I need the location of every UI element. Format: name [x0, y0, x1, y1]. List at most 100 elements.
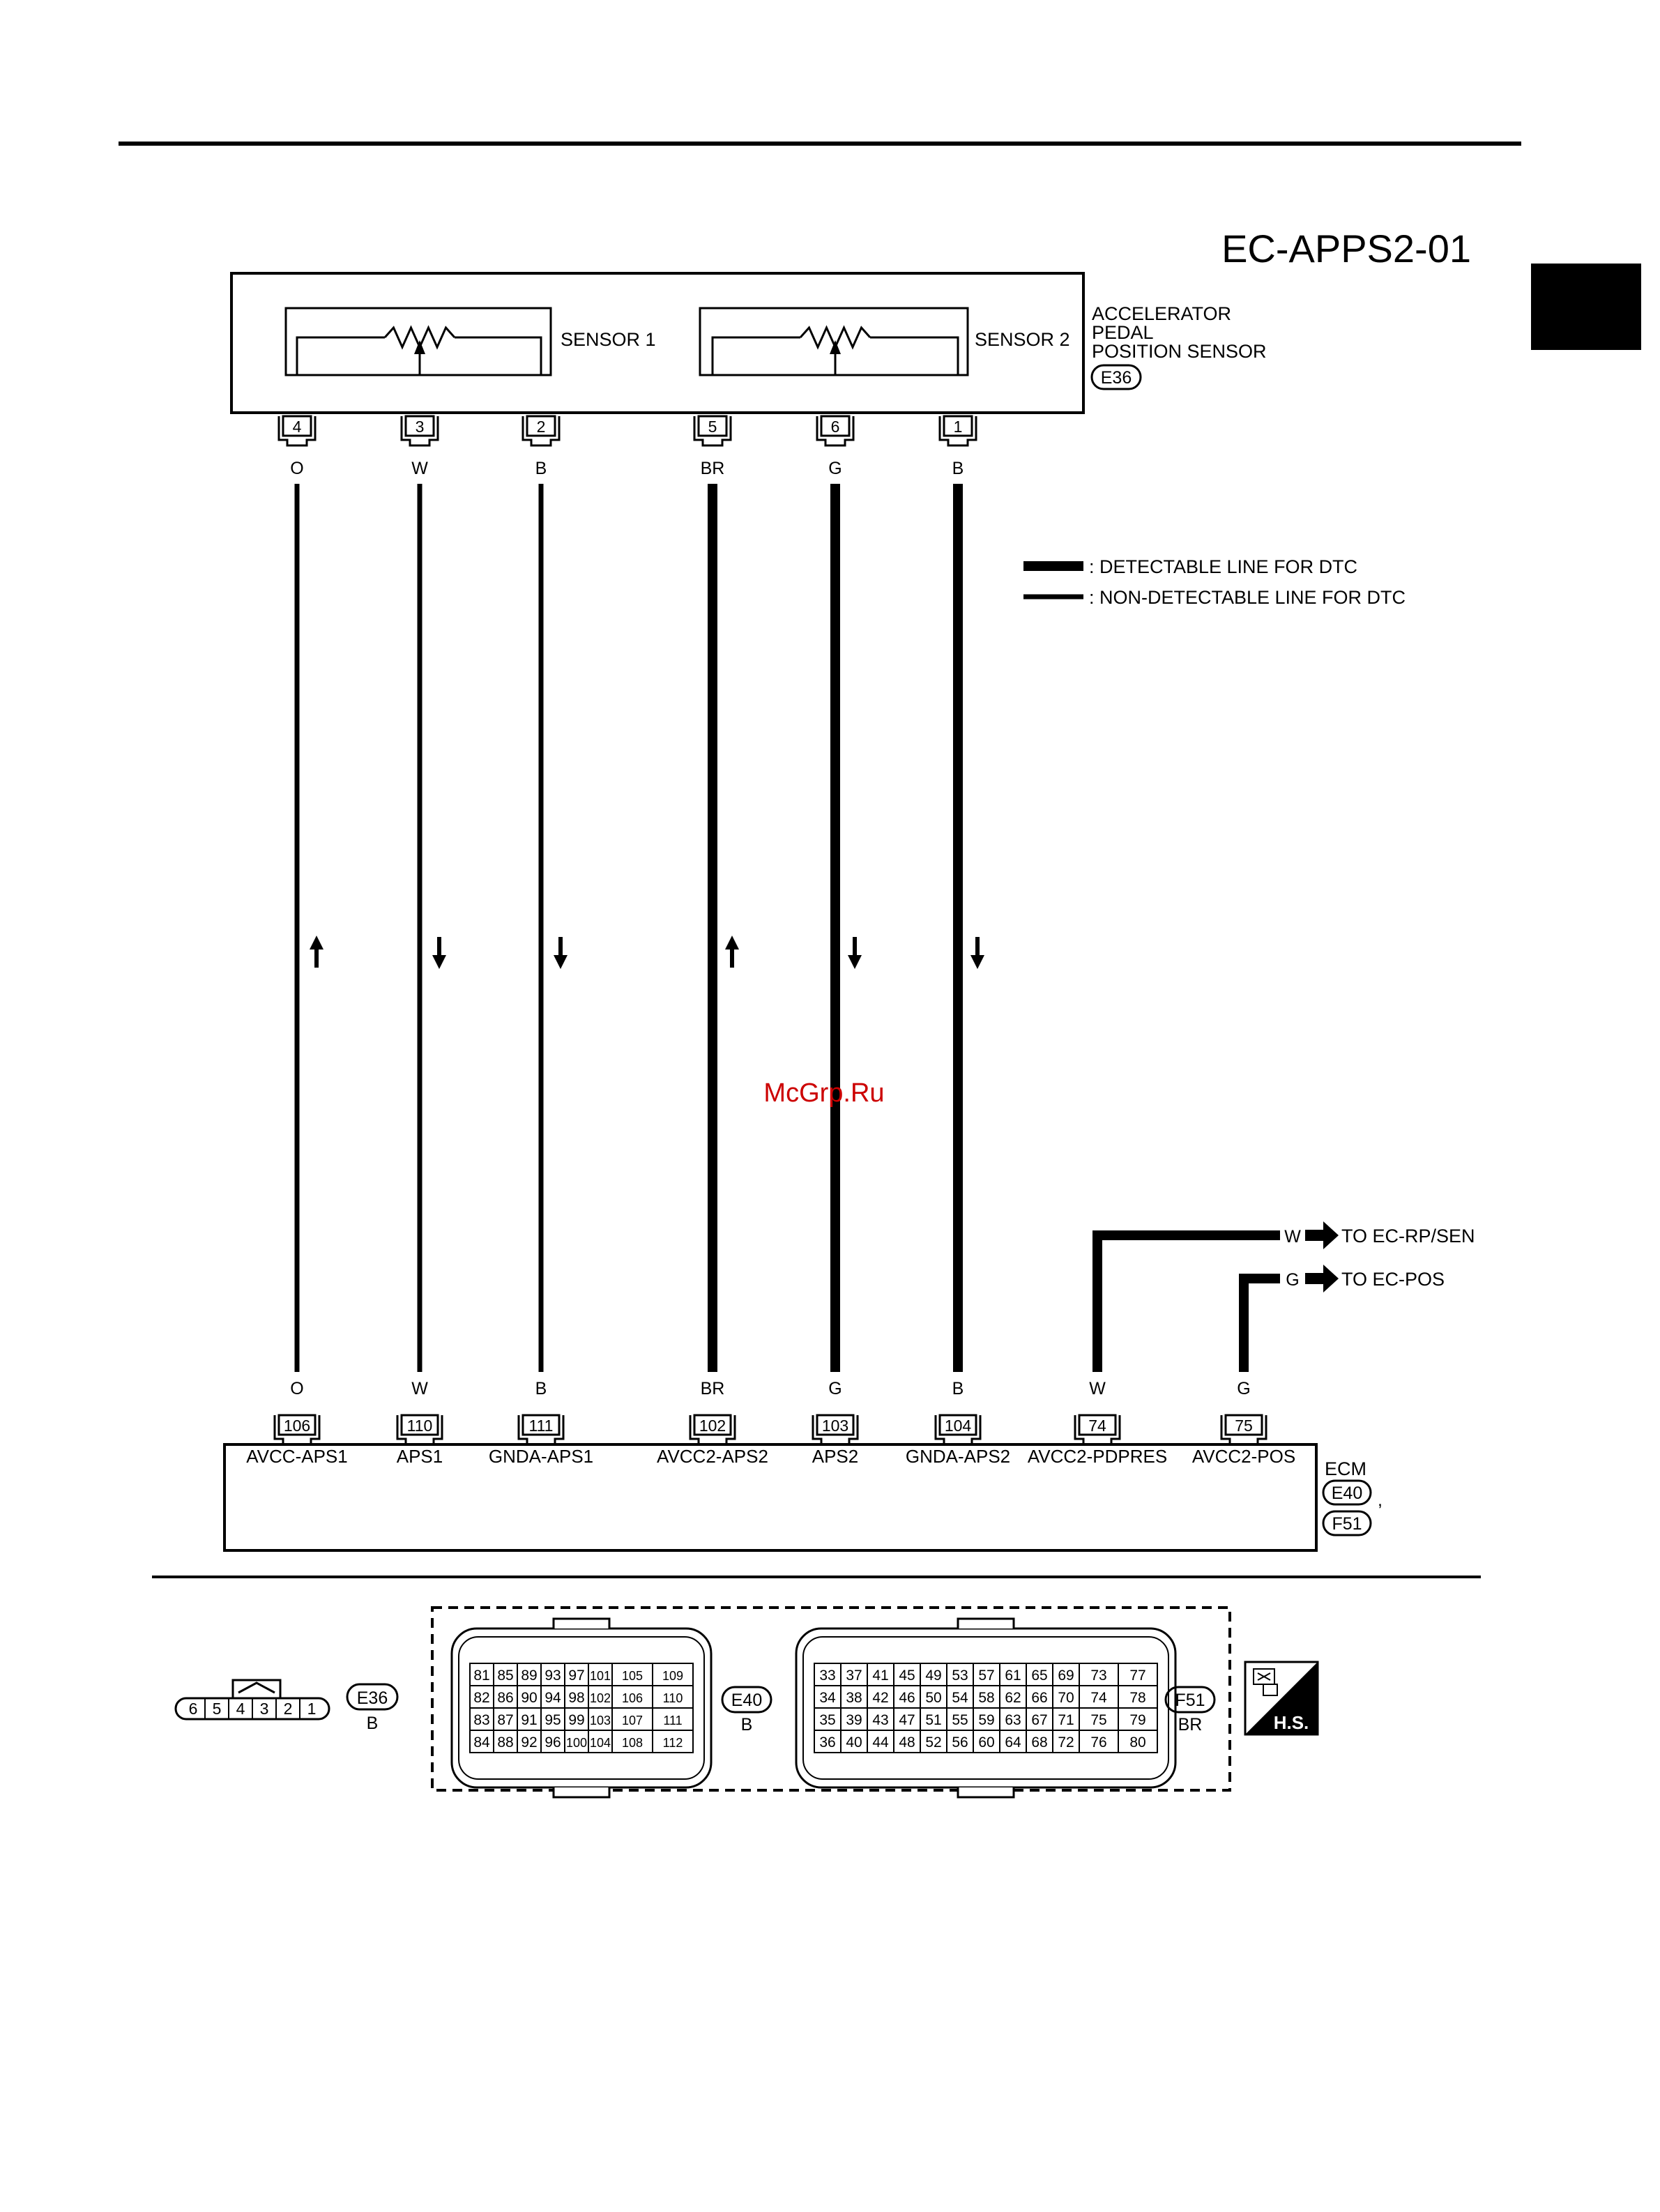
e40-pin-112: 112 — [663, 1736, 683, 1750]
f51-pin-69: 69 — [1058, 1668, 1074, 1684]
f51-pin-80: 80 — [1129, 1734, 1145, 1750]
e40-key-top — [552, 1617, 611, 1629]
sensor2-label: SENSOR 2 — [975, 329, 1070, 350]
f51-pin-53: 53 — [952, 1668, 968, 1684]
f51-pin-78: 78 — [1129, 1690, 1145, 1706]
wire-color-top-2: B — [535, 459, 547, 478]
ecm-signal-3: AVCC2-APS2 — [657, 1446, 768, 1467]
f51-pin-62: 62 — [1005, 1690, 1021, 1706]
f51-view-id: F51 — [1175, 1691, 1205, 1710]
f51-pin-64: 64 — [1005, 1734, 1021, 1750]
signal-direction-arrow-5 — [970, 937, 984, 969]
e40-pin-89: 89 — [521, 1668, 537, 1684]
f51-view-color: BR — [1178, 1715, 1203, 1734]
f51-pin-41: 41 — [872, 1668, 888, 1684]
f51-pin-65: 65 — [1031, 1668, 1047, 1684]
sensor-pin-1-number: 1 — [954, 418, 963, 436]
e36-pin-4: 4 — [236, 1700, 245, 1718]
ecm-signal-5: GNDA-APS2 — [906, 1446, 1010, 1467]
f51-pin-75: 75 — [1090, 1712, 1106, 1728]
e36-view-color: B — [367, 1714, 379, 1733]
sensor-pin-4-number: 4 — [293, 418, 302, 436]
ecm-ext-signal-1: AVCC2-POS — [1192, 1446, 1295, 1467]
f51-pin-51: 51 — [925, 1712, 941, 1728]
f51-pin-68: 68 — [1031, 1734, 1047, 1750]
sensor-pin-4-bracket — [277, 416, 317, 447]
f51-pin-52: 52 — [925, 1734, 941, 1750]
e36-latch-mark — [238, 1681, 275, 1694]
e40-pin-97: 97 — [568, 1668, 584, 1684]
ecm-pin-111: 111 — [517, 1414, 565, 1446]
e36-view-badge — [346, 1683, 399, 1711]
e40-pin-98: 98 — [568, 1690, 584, 1706]
sensor-connector-id: E36 — [1101, 368, 1132, 388]
ecm-pin-110-box — [400, 1414, 439, 1436]
f51-pin-45: 45 — [899, 1668, 915, 1684]
f51-pin-57: 57 — [978, 1668, 994, 1684]
f51-pin-36: 36 — [819, 1734, 835, 1750]
e40-pin-93: 93 — [545, 1668, 561, 1684]
sensor1-potentiometer-wiper-arrow — [414, 340, 425, 354]
sensor2-potentiometer-wiper-arrow — [830, 340, 841, 354]
f51-pin-37: 37 — [846, 1668, 862, 1684]
sensor-pin-1-bracket — [938, 416, 977, 447]
ecm-pin-75-box — [1224, 1414, 1263, 1436]
f51-cell-80 — [1118, 1730, 1158, 1753]
e40-view-color: B — [741, 1715, 753, 1734]
e40-pin-104: 104 — [590, 1736, 611, 1750]
e40-inner — [458, 1636, 705, 1780]
sensor-name-line3: POSITION SENSOR — [1092, 341, 1267, 362]
e40-pin-110: 110 — [663, 1691, 683, 1705]
ecm-pin-103-number: 103 — [822, 1417, 848, 1435]
ecm-pin-75-number: 75 — [1235, 1417, 1253, 1435]
external-dest-0: TO EC-RP/SEN — [1341, 1226, 1475, 1246]
sensor-pin-2-number: 2 — [537, 418, 546, 436]
e40-pin-99: 99 — [568, 1712, 584, 1728]
f51-pin-67: 67 — [1031, 1712, 1047, 1728]
sensor-pin-5-box — [697, 415, 728, 437]
e40-pin-91: 91 — [521, 1712, 537, 1728]
f51-pin-43: 43 — [872, 1712, 888, 1728]
e40-pin-106: 106 — [622, 1691, 643, 1705]
f51-pin-56: 56 — [952, 1734, 968, 1750]
e40-pin-105: 105 — [622, 1669, 643, 1683]
e40-pin-85: 85 — [497, 1668, 513, 1684]
f51-key-bottom — [957, 1787, 1015, 1799]
f51-key-top — [957, 1617, 1015, 1629]
ecm-pin-111-box — [521, 1414, 561, 1436]
f51-pin-76: 76 — [1090, 1734, 1106, 1750]
wire-color-top-5: B — [952, 459, 964, 478]
watermark: McGrp.Ru — [763, 1078, 884, 1108]
ecm-pin-110-number: 110 — [407, 1417, 433, 1435]
e40-pin-95: 95 — [545, 1712, 561, 1728]
external-dest-1: TO EC-POS — [1341, 1269, 1445, 1290]
diagram-title: EC-APPS2-01 — [1221, 227, 1471, 270]
sensor-pin-5: 5 — [693, 415, 732, 447]
e40-pin-90: 90 — [521, 1690, 537, 1706]
sensor-pin-3-bracket — [400, 416, 439, 447]
ecm-label: ECM — [1325, 1458, 1366, 1479]
e40-pin-107: 107 — [622, 1714, 643, 1727]
f51-pin-47: 47 — [899, 1712, 915, 1728]
f51-pin-39: 39 — [846, 1712, 862, 1728]
f51-pin-35: 35 — [819, 1712, 835, 1728]
f51-pin-48: 48 — [899, 1734, 915, 1750]
e40-pin-100: 100 — [566, 1736, 587, 1750]
e40-pin-87: 87 — [497, 1712, 513, 1728]
wire-color-bottom-4: G — [828, 1379, 842, 1398]
sensor-pin-2: 2 — [521, 415, 561, 447]
e40-pin-102: 102 — [590, 1691, 611, 1705]
e40-pin-84: 84 — [473, 1734, 490, 1750]
external-wire-1 — [1239, 1274, 1280, 1372]
sensor2-potentiometer-lead-left — [711, 336, 800, 375]
f51-pin-77: 77 — [1129, 1668, 1145, 1684]
harness-side-label: H.S. — [1274, 1712, 1309, 1733]
f51-pin-60: 60 — [978, 1734, 994, 1750]
e40-pin-92: 92 — [521, 1734, 537, 1750]
ecm-pin-110: 110 — [396, 1414, 443, 1446]
ecm-pin-102-number: 102 — [699, 1417, 726, 1435]
ecm-pin-74-number: 74 — [1088, 1417, 1106, 1435]
e40-pin-103: 103 — [590, 1714, 611, 1727]
